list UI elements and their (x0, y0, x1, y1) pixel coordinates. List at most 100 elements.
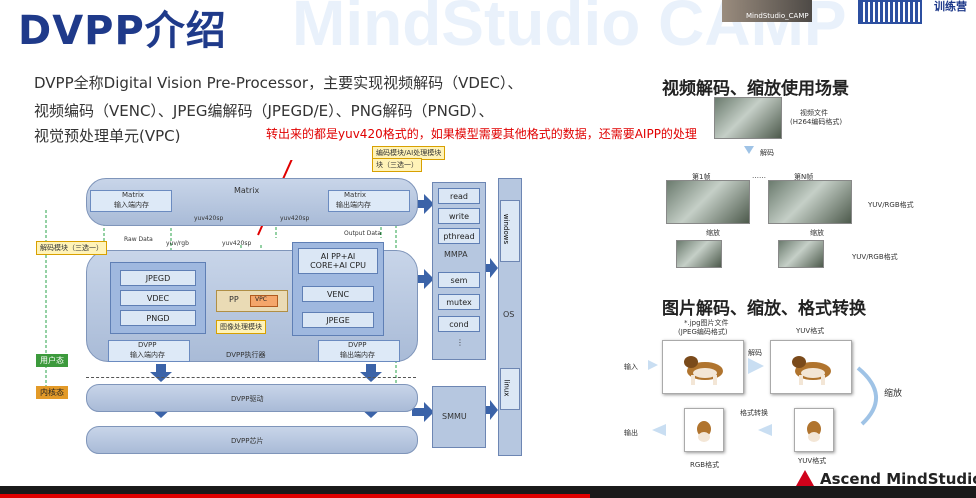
aipp-line1: AI PP+AI (320, 252, 356, 261)
matrix-out-box (328, 190, 410, 212)
matrix-in-box (90, 190, 172, 212)
dog-image-yuv-small (794, 408, 834, 452)
video-scene-header: 视频解码、缩放使用场景 (662, 79, 849, 99)
image-convert-label: 格式转换 (740, 409, 768, 417)
sync-mutex: mutex (438, 294, 480, 310)
desc-line-3: 视觉预处理单元(VPC) (34, 127, 181, 145)
dog-icon-4 (807, 421, 821, 442)
kernel-mode-text: 内核态 (40, 388, 64, 397)
dvpp-chip-label: DVPP芯片 (231, 437, 264, 445)
bottom-progress (0, 494, 590, 498)
mode-divider (86, 377, 416, 378)
video-yuv-rgb-label: YUV/RGB格式 (868, 201, 914, 209)
dvpp-out-line1: DVPP (348, 341, 367, 349)
encoder-jpege: JPEGE (302, 312, 374, 328)
yuv420sp-label-b: yuv420sp (222, 240, 252, 247)
decoder-vdec: VDEC (120, 290, 196, 306)
matrix-in-line2: 输入端内存 (114, 201, 149, 209)
dog-icon-3 (697, 421, 711, 442)
video-source-line2: (H264编码格式) (790, 118, 843, 126)
image-rgb-label: RGB格式 (690, 461, 720, 469)
video-decode-arrow (744, 146, 754, 154)
linux-label: linux (502, 379, 511, 397)
image-output-label: 输出 (624, 429, 638, 437)
dog-image-yuv (770, 340, 852, 394)
video-source-image (714, 97, 782, 139)
dvpp-driver-label: DVPP驱动 (231, 395, 264, 403)
dvpp-driver-band (86, 384, 418, 412)
matrix-in-line1: Matrix (122, 191, 145, 199)
mmpa-label: MMPA (444, 250, 468, 259)
mmpa-write: write (438, 208, 480, 224)
arch-diagram: Matrix Matrix 输入端内存 Matrix 输出端内存 Raw Dat… (26, 146, 526, 460)
image-source-line2: (JPEG编码格式) (678, 328, 728, 336)
aipp-box: AI PP+AI CORE+AI CPU (298, 248, 378, 274)
frameN-image (768, 180, 852, 224)
matrix-out-line1: Matrix (344, 191, 367, 199)
encode-module-label-2: 块（三选一） (372, 158, 422, 172)
image-source-line1: *.jpg图片文件 (684, 319, 729, 327)
yuv420sp-label-c: yuv420sp (280, 215, 310, 222)
sync-cond: cond (438, 316, 480, 332)
dog-icon-2 (792, 356, 831, 385)
windows-box (500, 200, 520, 262)
kernel-mode-label: 内核态 (36, 386, 68, 399)
frame1-image (666, 180, 750, 224)
encoder-venc: VENC (302, 286, 374, 302)
yuv420sp-label-a: yuv420sp (194, 215, 224, 222)
aipp-line2: CORE+AI CPU (310, 261, 366, 270)
training-camp-label: 训练营 (934, 0, 967, 13)
desc-line-1: DVPP全称Digital Vision Pre-Processor，主要实现视… (34, 74, 523, 92)
slide-title: DVPP介绍 (18, 8, 227, 54)
vpc-box (250, 295, 278, 307)
user-mode-text: 用户态 (40, 356, 64, 365)
user-mode-label: 用户态 (36, 354, 68, 367)
smmu-label: SMMU (442, 412, 467, 421)
qr-code-icon (858, 0, 922, 24)
decoder-jpegd: JPEGD (120, 270, 196, 286)
video-source-line1: 视频文件 (800, 109, 828, 117)
raw-data-label: Raw Data (124, 236, 153, 243)
desc-line-2: 视频编码（VENC）、JPEG编解码（JPEGD/E）、PNG解码（PNGD）、 (34, 102, 494, 120)
decoder-pngd: PNGD (120, 310, 196, 326)
dog-image-jpg (662, 340, 744, 394)
video-decode-label: 解码 (760, 149, 774, 157)
ascend-logo-icon (796, 470, 814, 486)
image-input-label: 输入 (624, 363, 638, 371)
sync-sem: sem (438, 272, 480, 288)
dvpp-exec-label: DVPP执行器 (226, 351, 266, 359)
dog-image-rgb (684, 408, 724, 452)
image-yuv-label-2: YUV格式 (798, 457, 827, 465)
scaled-frameN-image (778, 240, 824, 268)
frame1-label: 第1帧 (692, 173, 711, 181)
sync-more: ⋮ (456, 338, 464, 347)
footer-logo-text: Ascend MindStudio (820, 470, 976, 488)
frame-dots: …… (752, 172, 766, 180)
dvpp-out-line2: 输出端内存 (340, 351, 375, 359)
os-label: OS (503, 310, 515, 319)
smmu-box (432, 386, 486, 448)
yuv-rgb-label: yuv/rgb (166, 240, 189, 247)
dvpp-out-box (318, 340, 400, 362)
video-scale-label: 缩放 (706, 229, 720, 237)
dvpp-chip-band (86, 426, 418, 454)
vpc-label: VPC (255, 296, 267, 303)
dvpp-in-line2: 输入端内存 (130, 351, 165, 359)
output-data-label: Output Data (344, 230, 382, 237)
pp-label: PP (229, 295, 239, 304)
dvpp-in-box (108, 340, 190, 362)
mmpa-read: read (438, 188, 480, 204)
matrix-out-line2: 输出端内存 (336, 201, 371, 209)
image-yuv-label: YUV格式 (796, 327, 825, 335)
video-scale-label-2: 缩放 (810, 229, 824, 237)
windows-label: windows (502, 213, 511, 245)
decode-module-label: 解码模块（三选一） (36, 241, 107, 255)
dvpp-in-line1: DVPP (138, 341, 157, 349)
image-decode-label: 解码 (748, 349, 762, 357)
dog-icon (684, 356, 723, 385)
mmpa-pthread: pthread (438, 228, 480, 244)
video-yuv-rgb-label-2: YUV/RGB格式 (852, 253, 898, 261)
video-thumbnail-label: MindStudio_CAMP (746, 12, 809, 20)
image-scene-header: 图片解码、缩放、格式转换 (662, 299, 866, 319)
frameN-label: 第N帧 (794, 173, 814, 181)
